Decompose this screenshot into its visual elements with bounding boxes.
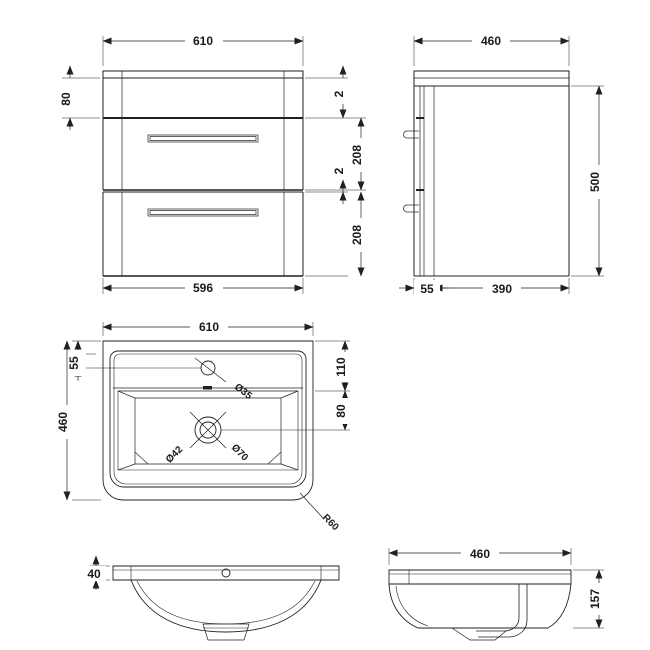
view-basin-plan: [72, 322, 350, 519]
dim-body-depth: 390: [492, 282, 512, 296]
label-waste-outer-dia: Ø70: [229, 442, 250, 463]
basin-side-section-dimensions: [388, 549, 603, 629]
drawer-handle-upper: [147, 134, 259, 143]
basin-side-section-labels: 460 157: [461, 545, 607, 615]
basin-rim-front: [112, 565, 340, 581]
dim-basin-depth: 460: [56, 412, 70, 432]
label-tap-hole-dia: Ø35: [232, 382, 254, 403]
cabinet-drawer-upper: [102, 118, 304, 191]
basin-pedestal-stub: [202, 623, 250, 641]
waste-channel-outer: [476, 584, 520, 632]
dim-rim-thickness: 40: [87, 567, 101, 581]
side-dimension-labels: 460 55 390 500: [414, 32, 607, 296]
dim-drawer-lower-height: 208: [350, 225, 364, 245]
label-waste-inner-dia: Ø42: [164, 444, 185, 465]
dim-basin-section-height: 157: [588, 589, 602, 609]
basin-front-section-labels: 40: [82, 566, 106, 581]
dim-drawer-upper-height: 208: [350, 145, 364, 165]
basin-plan-dimension-labels: 610 55 460 110 80 Ø35 Ø42 Ø70 R60: [56, 318, 353, 533]
basin-rim-side: [388, 569, 572, 585]
tap-hole-front-section: [221, 568, 231, 578]
cabinet-top-panel: [102, 70, 304, 119]
front-extension-lines: [62, 36, 366, 294]
view-basin-front-section: [90, 565, 340, 641]
view-basin-side-section: [388, 548, 604, 641]
basin-bowl-profile-side: [388, 583, 572, 629]
front-dimension-labels: 610 596 80 2 2 208 208: [59, 32, 369, 295]
dim-tap-hole-from-rear: 55: [67, 356, 81, 370]
dim-gap-lower: 2: [332, 167, 346, 174]
view-cabinet-side: [403, 36, 604, 294]
cabinet-side-drawer-divisions: [416, 117, 424, 191]
dim-waste-offset: 80: [334, 404, 348, 418]
cabinet-side-body: [413, 86, 570, 277]
dim-bowl-from-front: 110: [334, 357, 348, 377]
dim-cabinet-width: 610: [193, 34, 213, 48]
cabinet-side-handle-lower: [403, 204, 419, 213]
dim-cabinet-body-width: 596: [193, 281, 213, 295]
label-corner-radius: R60: [320, 512, 341, 533]
dim-basin-section-depth: 460: [470, 547, 490, 561]
side-extension-lines: [413, 36, 604, 294]
waste-outlet-inner: [199, 421, 217, 439]
cabinet-drawer-lower: [102, 191, 304, 277]
dim-front-offset: 55: [420, 282, 434, 296]
overflow-slot: [203, 386, 212, 390]
dim-gap-upper: 2: [332, 90, 346, 97]
basin-bowl-profile-front: [130, 579, 322, 633]
waste-channel-inner: [478, 584, 528, 638]
basin-outline: [102, 340, 314, 501]
dim-side-depth: 460: [481, 34, 501, 48]
dim-basin-width: 610: [199, 320, 219, 334]
drawer-handle-lower: [147, 208, 259, 217]
basin-rim-inner: [109, 350, 307, 488]
cabinet-side-handle-upper: [403, 130, 419, 139]
view-cabinet-front: [62, 36, 366, 294]
cabinet-side-top-panel: [413, 70, 570, 87]
dim-cabinet-height: 500: [588, 172, 602, 192]
dim-top-panel-height: 80: [59, 92, 73, 106]
waste-trap-stub: [451, 627, 507, 641]
